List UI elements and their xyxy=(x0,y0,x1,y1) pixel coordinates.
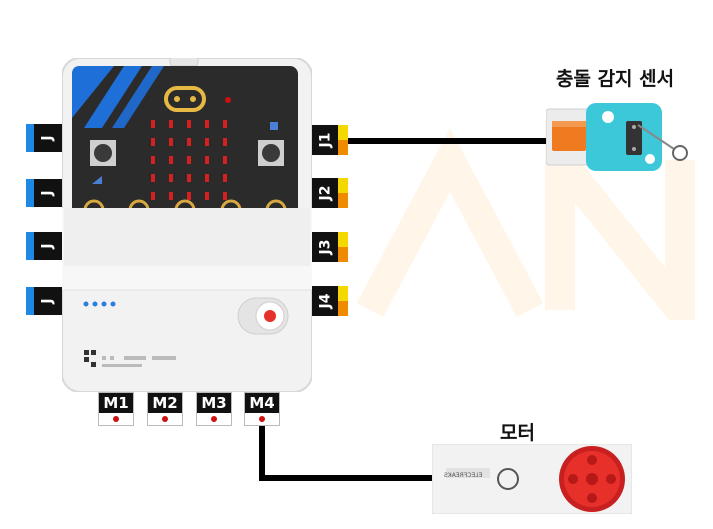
port-m1: M1 xyxy=(98,392,134,426)
port-j1-label: J1 xyxy=(316,132,333,148)
port-blue-strip xyxy=(26,124,34,152)
pin-dot xyxy=(211,416,217,422)
left-port-2: J xyxy=(26,179,62,207)
port-m4-label: M4 xyxy=(245,393,279,413)
motor-brand: ELECFREAKS xyxy=(444,472,483,479)
port-body xyxy=(34,124,62,152)
left-port-label: J xyxy=(40,298,56,304)
port-blue-strip xyxy=(26,287,34,315)
motor-label: 모터 xyxy=(500,422,535,444)
port-m2-label: M2 xyxy=(148,393,182,413)
pin-dot xyxy=(162,416,168,422)
port-j3: J3 xyxy=(312,232,348,262)
microbit-board xyxy=(61,55,313,393)
port-j2-label: J2 xyxy=(316,185,333,201)
port-body xyxy=(34,179,62,207)
port-body xyxy=(34,287,62,315)
sensor-label: 충돌 감지 센서 xyxy=(556,68,675,90)
left-port-label: J xyxy=(40,243,56,249)
port-j4-label: J4 xyxy=(316,293,333,309)
port-body xyxy=(34,232,62,260)
pin-dot xyxy=(113,416,119,422)
port-m2: M2 xyxy=(147,392,183,426)
motor-wire xyxy=(259,422,435,481)
crash-sensor-module xyxy=(545,103,692,171)
port-j4: J4 xyxy=(312,286,348,316)
left-port-label: J xyxy=(40,190,56,196)
port-j3-label: J3 xyxy=(316,239,333,255)
left-port-3: J xyxy=(26,232,62,260)
left-port-label: J xyxy=(40,135,56,141)
port-blue-strip xyxy=(26,179,34,207)
pin-dot xyxy=(259,416,265,422)
port-j1: J1 xyxy=(312,125,348,155)
port-m3-label: M3 xyxy=(197,393,231,413)
port-m1-label: M1 xyxy=(99,393,133,413)
port-m3: M3 xyxy=(196,392,232,426)
left-port-1: J xyxy=(26,124,62,152)
port-m4: M4 xyxy=(244,392,280,426)
left-port-4: J xyxy=(26,287,62,315)
servo-motor-module: ELECFREAKS xyxy=(431,443,633,515)
port-j2: J2 xyxy=(312,178,348,208)
port-blue-strip xyxy=(26,232,34,260)
